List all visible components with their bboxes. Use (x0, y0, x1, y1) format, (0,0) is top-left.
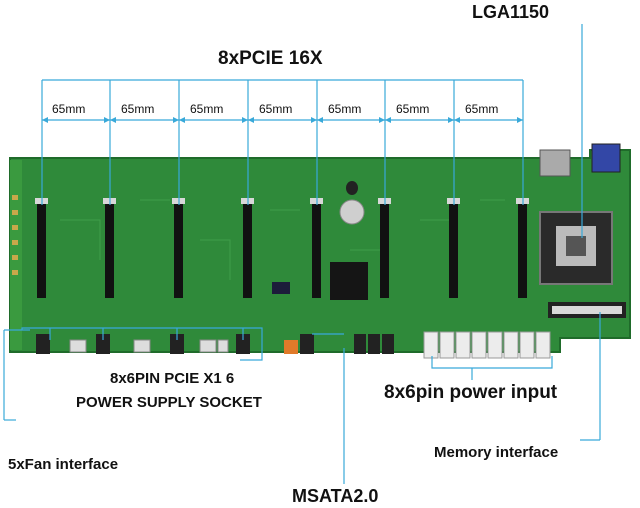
bios-chip (272, 282, 290, 294)
spacing-label: 65mm (121, 102, 155, 116)
pcie-slots-label: 8xPCIE 16X (218, 48, 323, 69)
chipset (330, 262, 368, 300)
fan-interface-label: 5xFan interface (8, 456, 119, 473)
capacitor (346, 181, 358, 195)
cpu-socket-center (566, 236, 586, 256)
memory-interface-label: Memory interface (434, 444, 559, 461)
pcie-slot (105, 202, 114, 298)
pcie-power-headers (36, 334, 394, 354)
pcie-slot (243, 202, 252, 298)
spacing-label: 65mm (190, 102, 224, 116)
pcie-power-label-line2: POWER SUPPLY SOCKET (76, 394, 262, 411)
lga1150-label: LGA1150 (472, 2, 550, 22)
power-input-label: 8x6pin power input (384, 382, 558, 403)
dimension-arrows (42, 117, 523, 123)
spacing-label: 65mm (328, 102, 362, 116)
orange-header (284, 340, 298, 354)
pcie-slot (37, 202, 46, 298)
spacing-label: 65mm (396, 102, 430, 116)
power-connectors (423, 331, 551, 359)
pcie-slot (174, 202, 183, 298)
pcie-slot (449, 202, 458, 298)
msata-label: MSATA2.0 (292, 486, 379, 506)
fan-headers (69, 339, 229, 353)
spacing-label: 65mm (465, 102, 499, 116)
pcie-slot (518, 202, 527, 298)
vga-port (591, 143, 621, 173)
spacing-label: 65mm (259, 102, 293, 116)
callout-lines (3, 24, 601, 484)
edge-connector (12, 195, 18, 275)
cmos-battery (339, 199, 365, 225)
pcie-power-label-line1: 8x6PIN PCIE X1 6 (110, 370, 235, 387)
spacing-label: 65mm (52, 102, 86, 116)
lan-port (539, 149, 571, 177)
dimension-lines (41, 79, 524, 205)
pcie-slot (380, 202, 389, 298)
pcie-slot (312, 202, 321, 298)
memory-slot-inner (552, 306, 622, 314)
pcie-slots (37, 202, 527, 298)
